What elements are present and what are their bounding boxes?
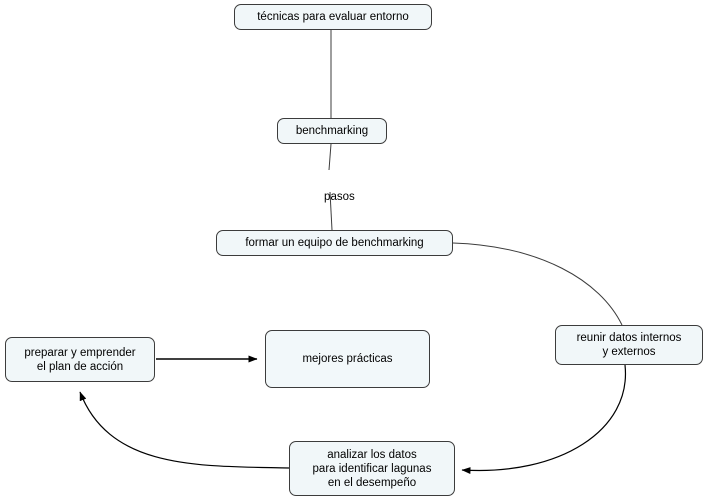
node-label: preparar y emprender el plan de acción — [24, 346, 136, 373]
node-label: analizar los datos para identificar lagu… — [312, 448, 432, 489]
node-mejores-practicas[interactable]: mejores prácticas — [265, 330, 430, 388]
node-analizar-los-datos[interactable]: analizar los datos para identificar lagu… — [289, 441, 455, 496]
edge-label-pasos: pasos — [311, 176, 355, 218]
node-preparar-y-emprender-el-plan-de-accion[interactable]: preparar y emprender el plan de acción — [5, 337, 155, 382]
node-formar-un-equipo-de-benchmarking[interactable]: formar un equipo de benchmarking — [216, 230, 453, 256]
edge-analizar-preparar — [79, 391, 290, 469]
edge-reunir-analizar — [461, 364, 626, 475]
edge-benchmarking-pasos — [328, 143, 332, 171]
node-label: mejores prácticas — [302, 353, 393, 365]
edge-equipo-reunir — [452, 242, 623, 326]
node-benchmarking[interactable]: benchmarking — [277, 118, 387, 144]
node-reunir-datos-internos-y-externos[interactable]: reunir datos internos y externos — [555, 325, 703, 365]
node-label: benchmarking — [295, 125, 369, 137]
node-label: reunir datos internos y externos — [576, 332, 682, 358]
edge-label-text: pasos — [324, 191, 355, 203]
node-tecnicas-para-evaluar-entorno[interactable]: técnicas para evaluar entorno — [234, 4, 432, 30]
node-label: técnicas para evaluar entorno — [257, 11, 409, 23]
node-label: formar un equipo de benchmarking — [245, 237, 424, 249]
